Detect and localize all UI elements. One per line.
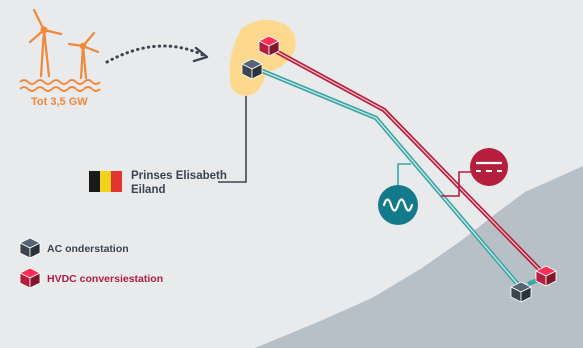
hvdc-cable-core	[269, 47, 543, 273]
island-name-line1: Prinses Elisabeth	[131, 170, 227, 182]
ac-cable-core	[254, 67, 521, 288]
island-name-line2: Eiland	[131, 184, 166, 196]
legend-ac-cube-icon	[19, 237, 41, 259]
island-hvdc-cube-icon	[258, 35, 280, 57]
ac-callout-line	[397, 163, 411, 186]
island-highlight	[229, 19, 296, 96]
shore-ac-cube-icon	[510, 281, 532, 303]
sine-wave-icon	[378, 185, 418, 225]
belgium-flag-icon	[89, 171, 122, 192]
island-ac-cube-icon	[241, 58, 263, 80]
substation-cubes	[19, 35, 557, 303]
direct-current-icon	[470, 148, 508, 186]
wind-turbine-small-icon	[67, 31, 100, 80]
transfer-arrow	[105, 44, 205, 64]
legend-hvdc-label: HVDC conversiestation	[47, 273, 164, 285]
legend-hvdc-cube-icon	[19, 267, 41, 289]
shore-hvdc-cube-icon	[535, 265, 557, 287]
island-name-label: Prinses Elisabeth Eiland	[131, 169, 227, 197]
legend-ac-label: AC onderstation	[47, 243, 129, 255]
dc-callout-line	[441, 171, 471, 197]
capacity-label: Tot 3,5 GW	[31, 96, 88, 108]
arrow-head-icon	[192, 46, 209, 63]
sea-waves-2	[19, 86, 101, 92]
island-leader-line	[218, 96, 247, 183]
coastline-land	[255, 166, 583, 348]
wind-turbine-icon	[28, 8, 63, 78]
sea-waves	[19, 79, 101, 85]
